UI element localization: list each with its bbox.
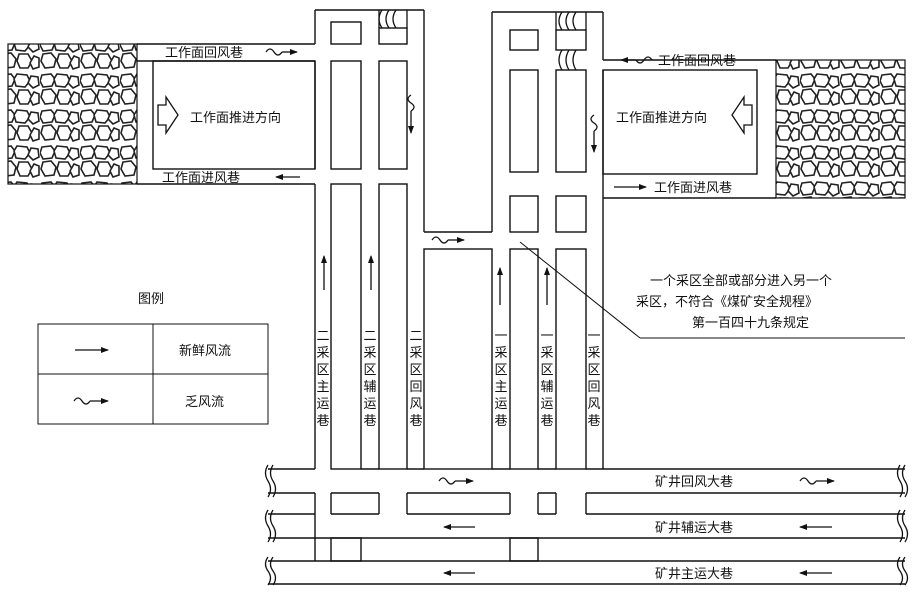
zone1-main-label: 一采区主运巷 <box>494 329 507 429</box>
left-return-label: 工作面回风巷 <box>165 46 243 61</box>
zone2-aux-label: 二采区辅运巷 <box>363 329 376 429</box>
note-line-3: 第一百四十九条规定 <box>692 315 809 331</box>
fresh-air-arrows <box>275 174 832 576</box>
zone-2-roadways <box>314 9 493 470</box>
right-return-label: 工作面回风巷 <box>658 54 736 69</box>
mine-roadways <box>268 468 905 585</box>
note-line-1: 一个采区全部或部分进入另一个 <box>650 273 832 289</box>
zone1-aux-label: 一采区辅运巷 <box>540 329 553 429</box>
zone2-return-label: 二采区回风巷 <box>409 329 422 429</box>
left-direction-label: 工作面推进方向 <box>190 110 281 126</box>
zone2-main-label: 二采区主运巷 <box>316 329 329 429</box>
advance-arrow-icon <box>157 94 179 136</box>
left-intake-label: 工作面进风巷 <box>162 171 240 186</box>
mine-main-label: 矿井主运大巷 <box>655 567 733 582</box>
note-line-2: 采区，不符合《煤矿安全规程》 <box>636 294 818 310</box>
right-intake-label: 工作面进风巷 <box>654 181 732 196</box>
air-door-icon <box>555 11 587 31</box>
legend-stale-arrow <box>73 397 109 405</box>
legend-stale-label: 乏风流 <box>185 395 224 410</box>
air-door-icon <box>378 9 408 29</box>
stale-air-arrows <box>265 48 835 485</box>
legend-title: 图例 <box>138 292 164 307</box>
right-working-face <box>602 59 776 199</box>
mine-aux-label: 矿井辅运大巷 <box>655 521 733 536</box>
legend-box <box>37 323 269 425</box>
legend-fresh-label: 新鲜风流 <box>179 343 231 359</box>
zone1-return-label: 一采区回风巷 <box>587 329 600 429</box>
left-working-face <box>137 10 316 185</box>
right-direction-label: 工作面推进方向 <box>616 110 707 126</box>
air-door-icon <box>558 49 577 71</box>
advance-arrow-icon <box>731 94 753 136</box>
note-leader <box>519 241 905 339</box>
mine-return-label: 矿井回风大巷 <box>655 475 733 490</box>
break-symbol <box>264 464 909 586</box>
left-goaf <box>7 43 138 185</box>
right-goaf <box>775 59 906 199</box>
